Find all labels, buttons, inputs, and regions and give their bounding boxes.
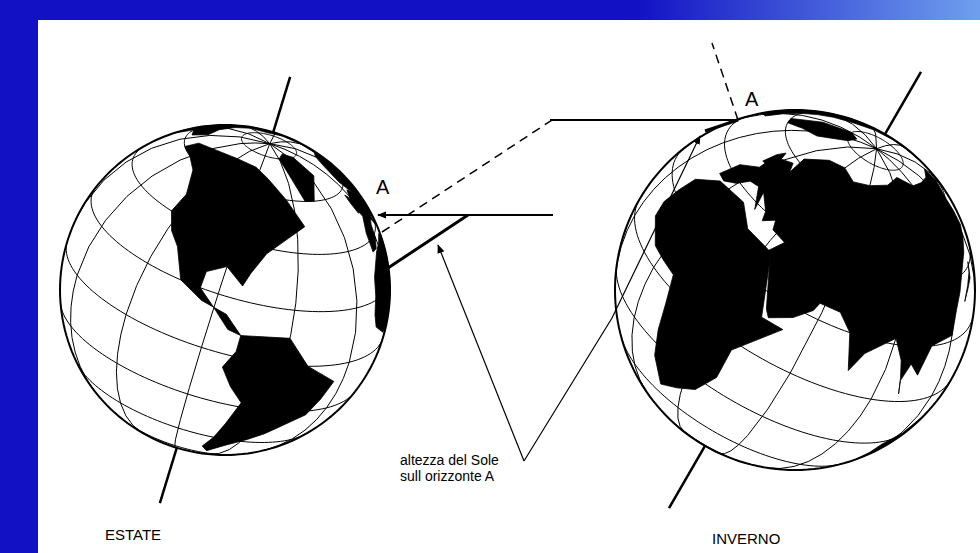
horizon-line [705,120,738,131]
point-label: A [376,176,389,199]
continent [720,157,964,394]
globe-ocean [60,125,390,455]
white-panel [38,20,980,553]
horizon-line [388,215,468,268]
globes [60,72,975,508]
continent [174,125,376,252]
continent [965,262,970,302]
graticule [615,112,974,469]
vertical-dashed [382,118,555,232]
sun-ray [550,119,738,121]
globe-ocean [615,110,975,470]
season-label: INVERNO [712,530,780,547]
point-label: A [745,88,758,111]
earth-axis [669,446,705,508]
globe [60,77,390,503]
season-label: ESTATE [105,526,161,543]
continent [761,110,923,163]
vertical-dashed [712,43,738,120]
globe-outline [615,110,975,470]
leader-line [438,245,524,461]
leader-line [524,136,700,461]
top-band [0,0,980,20]
graticule [61,125,390,454]
callout-text: altezza del Sole sull orizzonte A [400,452,520,484]
continent [202,336,334,451]
earth-axis [885,72,921,134]
continent [856,413,926,459]
continent [279,154,314,201]
continent [345,195,359,213]
earth-axis [160,448,177,503]
globe [615,72,975,508]
continent [788,119,857,141]
continent [172,143,305,335]
globe-outline [60,125,390,455]
continent [763,153,786,167]
earth-axis [273,77,290,132]
continent [655,179,783,389]
